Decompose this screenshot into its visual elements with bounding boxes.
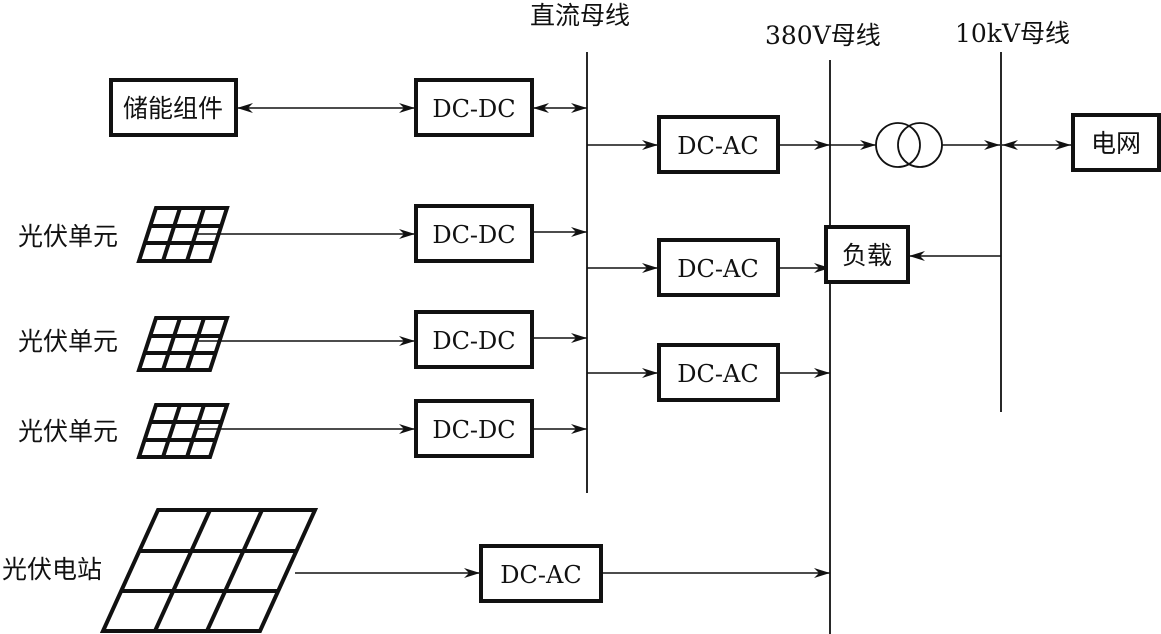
pv-station-panel-icon: [99, 508, 319, 633]
dcdc-box: [414, 204, 534, 263]
pv-unit-label: 光伏单元: [18, 327, 118, 356]
load-label: 负载: [842, 241, 892, 270]
dcdc-label: DC-DC: [432, 221, 515, 249]
dc-bus-label: 直流母线: [530, 1, 630, 30]
storage-dcdc-converter: DC-DC: [414, 78, 534, 137]
inverter-row-3: DC-AC: [587, 343, 830, 402]
dcac-label: DC-AC: [677, 360, 758, 388]
load-block: 负载: [824, 225, 910, 284]
grid-label: 电网: [1091, 129, 1141, 158]
ac380-bus-label: 380V母线: [765, 21, 881, 50]
storage-label: 储能组件: [123, 94, 223, 123]
dcdc-box: [414, 310, 534, 369]
load-box: [824, 225, 910, 284]
pv-unit-row-3: 光伏单元 DC-DC: [18, 399, 587, 459]
dcdc-label: DC-DC: [432, 416, 515, 444]
pv-unit-row-1: 光伏单元 DC-DC: [18, 204, 587, 263]
transformer-icon: [875, 122, 943, 168]
dcac-box: [479, 544, 603, 603]
dcac-label: DC-AC: [677, 132, 758, 160]
pv-station-row: 光伏电站 DC-AC: [2, 508, 830, 633]
grid-block: 电网: [1071, 113, 1161, 172]
grid-box: [1071, 113, 1161, 172]
pv-unit-row-2: 光伏单元 DC-DC: [18, 310, 587, 372]
dcac-box: [657, 238, 780, 297]
inverter-row-1: DC-AC: [587, 115, 830, 174]
dcac-label: DC-AC: [500, 561, 581, 589]
dcdc-label: DC-DC: [432, 95, 515, 123]
dcac-box: [657, 115, 780, 174]
dcdc-box: [414, 399, 534, 458]
pv-unit-label: 光伏单元: [18, 222, 118, 251]
dcac-box: [657, 343, 780, 402]
kv10-bus-label: 10kV母线: [955, 19, 1070, 48]
pv-panel-icon: [136, 403, 230, 459]
inverter-row-2: DC-AC: [587, 238, 830, 297]
dcac-label: DC-AC: [677, 255, 758, 283]
dcdc-box: [414, 78, 534, 137]
pv-unit-label: 光伏单元: [18, 417, 118, 446]
dcdc-label: DC-DC: [432, 327, 515, 355]
storage-block: 储能组件: [109, 78, 238, 137]
pv-panel-icon: [136, 316, 230, 372]
storage-box: [109, 78, 238, 137]
pv-station-label: 光伏电站: [2, 555, 102, 584]
